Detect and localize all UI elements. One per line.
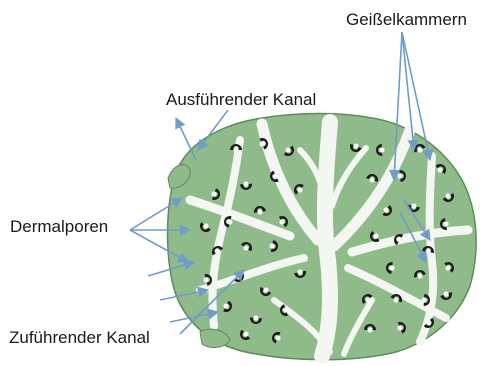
chamber-lumen	[243, 331, 248, 336]
chamber-lumen	[285, 147, 290, 152]
chamber-lumen	[369, 177, 374, 182]
chamber-lumen	[443, 221, 448, 226]
chamber-lumen	[259, 141, 264, 146]
chamber-lumen	[243, 181, 248, 186]
chamber-lumen	[297, 187, 302, 192]
label-geisselkammern: Geißelkammern	[346, 11, 467, 28]
chamber-lumen	[389, 265, 394, 270]
chamber-lumen	[275, 335, 280, 340]
chamber-lumen	[365, 297, 370, 302]
chamber-lumen	[233, 147, 238, 152]
chamber-lumen	[215, 249, 220, 254]
chamber-lumen	[253, 315, 258, 320]
chamber-lumen	[353, 143, 358, 148]
chamber-lumen	[257, 209, 262, 214]
chamber-lumen	[297, 269, 302, 274]
outflow-arrow	[176, 118, 196, 160]
chamber-lumen	[397, 325, 402, 330]
chamber-lumen	[203, 223, 208, 228]
chamber-lumen	[397, 173, 402, 178]
chamber-lumen	[425, 249, 430, 254]
label-dermalporen: Dermalporen	[10, 218, 108, 235]
chamber-lumen	[203, 277, 208, 282]
chamber-lumen	[279, 219, 284, 224]
chamber-lumen	[243, 245, 248, 250]
chamber-lumen	[211, 191, 216, 196]
chamber-lumen	[417, 147, 422, 152]
chamber-lumen	[367, 327, 372, 332]
chamber-lumen	[373, 233, 378, 238]
chamber-lumen	[443, 291, 448, 296]
label-ausfuehrender-kanal: Ausführender Kanal	[166, 91, 316, 108]
chamber-lumen	[437, 167, 442, 172]
chamber-lumen	[379, 147, 384, 152]
chamber-lumen	[383, 207, 388, 212]
chamber-lumen	[421, 297, 426, 302]
chamber-lumen	[425, 319, 430, 324]
chamber-lumen	[263, 287, 268, 292]
chamber-lumen	[283, 307, 288, 312]
chamber-lumen	[445, 265, 450, 270]
chamber-lumen	[393, 297, 398, 302]
chamber-lumen	[227, 219, 232, 224]
chamber-lumen	[269, 243, 274, 248]
chamber-lumen	[397, 237, 402, 242]
chamber-lumen	[417, 273, 422, 278]
chamber-lumen	[223, 303, 228, 308]
label-zufuehrender-kanal: Zuführender Kanal	[9, 329, 150, 346]
chamber-lumen	[411, 203, 416, 208]
chamber-lumen	[445, 193, 450, 198]
chamber-lumen	[273, 173, 278, 178]
